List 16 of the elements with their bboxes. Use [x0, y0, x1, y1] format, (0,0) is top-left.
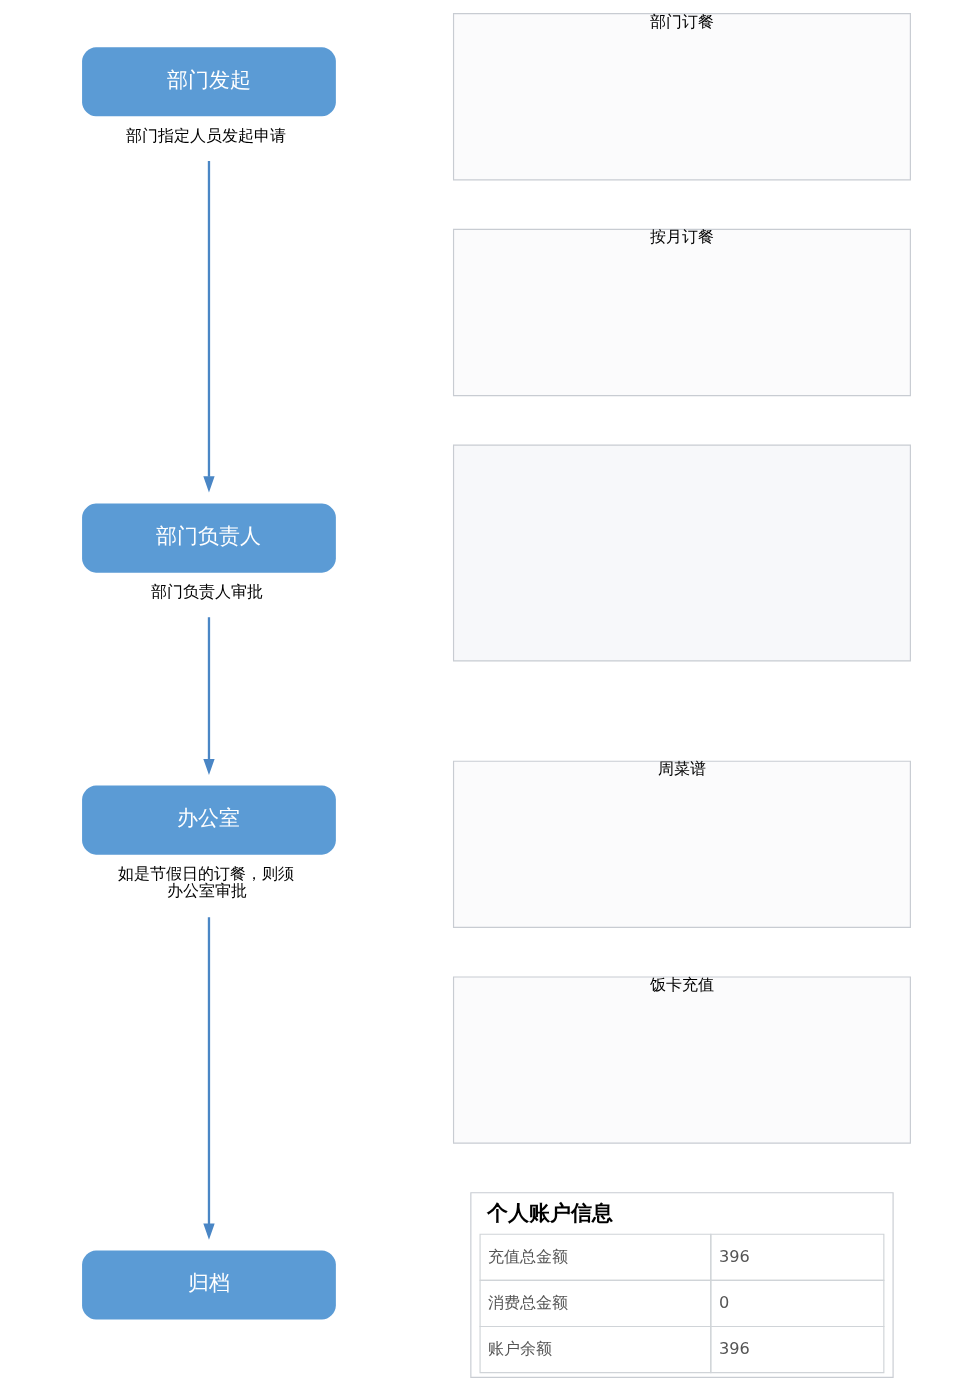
node-box: 办公室	[82, 785, 336, 855]
node-box: 个人账户信息 充值总金额 396 消费总金额 0 账户余额 396	[470, 1191, 894, 1378]
node-box: 部门发起	[82, 46, 336, 116]
arrow	[203, 916, 215, 1240]
node-box: 周菜谱	[452, 760, 911, 928]
node-label: 部门负责人审批	[151, 581, 264, 601]
node-box: 归档	[82, 1249, 336, 1320]
arrow	[203, 160, 215, 492]
node-label: 部门指定人员发起申请	[126, 125, 287, 145]
node-box: 部门负责人	[82, 502, 336, 573]
node-label: 如是节假日的订餐，则须办公室审批	[118, 863, 295, 900]
node-box: 部门订餐	[452, 12, 911, 180]
node-box: 饭卡充值	[452, 975, 911, 1144]
node-box: 按月订餐	[452, 228, 911, 396]
arrow	[203, 616, 215, 775]
node-box	[452, 444, 911, 661]
